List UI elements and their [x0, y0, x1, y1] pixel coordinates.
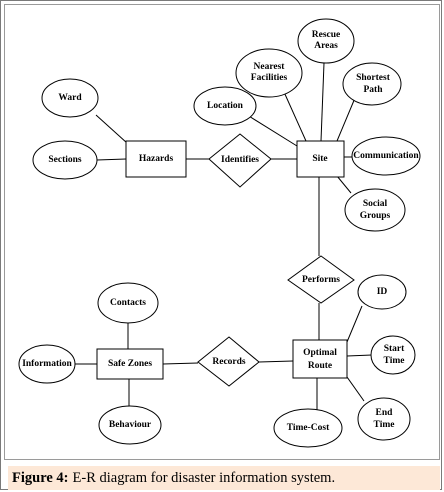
attr-start-time-label-1: Start [384, 344, 405, 354]
line-route-id [346, 305, 363, 343]
line-sections-hazards [96, 158, 127, 161]
attr-id-shape [357, 274, 407, 310]
attr-nearest-facilities-shape [235, 48, 303, 98]
entity-hazards-label: Hazards [139, 154, 174, 164]
entity-optimal-route-label-1: Optimal [303, 348, 337, 358]
entity-site-shape [296, 140, 345, 178]
line-social-site [336, 175, 352, 194]
attr-contacts-label: Contacts [110, 298, 146, 308]
figure-caption: Figure 4: E-R diagram for disaster infor… [8, 466, 440, 490]
connector-lines [75, 62, 373, 411]
rel-performs-shape [287, 255, 355, 304]
attr-sections-label: Sections [48, 155, 82, 165]
er-diagram: Ward Sections Location Nearest Facilitie… [18, 18, 421, 448]
attr-shortest-path-label-1: Shortest [356, 73, 391, 83]
attr-end-time-label-1: End [376, 408, 394, 418]
attr-location-shape [193, 86, 257, 126]
line-records-route [258, 360, 294, 363]
attr-communication-shape [351, 136, 421, 176]
rel-records-label: Records [212, 357, 246, 367]
caption-text: E-R diagram for disaster information sys… [72, 469, 336, 486]
attr-location-label: Location [207, 101, 244, 111]
attr-social-groups-shape [344, 188, 406, 232]
attr-social-groups-label-2: Groups [360, 211, 391, 221]
line-location-site [243, 112, 298, 147]
attr-shortest-path-shape [342, 62, 402, 106]
attr-contacts-shape [97, 282, 159, 324]
attr-information-label: Information [22, 359, 72, 369]
line-safezones-records [162, 362, 199, 365]
attr-social-groups-label-1: Social [363, 199, 388, 209]
line-route-end [346, 376, 365, 402]
attr-end-time-label-2: Time [374, 420, 395, 430]
rel-identifies-shape [208, 133, 272, 188]
line-route-start [346, 354, 373, 357]
entity-optimal-route-label-2: Route [308, 361, 332, 371]
attr-ward-label: Ward [58, 93, 82, 103]
attr-rescue-areas-label-2: Areas [314, 41, 338, 51]
attr-information-shape [18, 344, 76, 384]
attr-time-cost-label: Time-Cost [287, 423, 330, 433]
line-rescue-site [320, 62, 325, 142]
attr-nearest-facilities-label-2: Facilities [251, 73, 288, 83]
line-ward-hazards [95, 114, 128, 144]
entity-site-label: Site [312, 154, 327, 164]
attr-end-time-shape [357, 397, 411, 441]
attr-time-cost-shape [273, 408, 343, 448]
attr-behaviour-shape [98, 405, 162, 445]
attr-start-time-label-2: Time [384, 356, 405, 366]
rel-identifies-label: Identifies [221, 155, 259, 165]
rel-performs-label: Performs [302, 275, 340, 285]
attr-communication-label: Communication [353, 151, 419, 161]
rel-records-shape [197, 336, 260, 387]
attr-nearest-facilities-label-1: Nearest [254, 62, 286, 72]
attr-id-label: ID [377, 287, 388, 297]
diagram-panel [4, 4, 440, 460]
attr-ward-shape [41, 78, 99, 118]
attr-rescue-areas-label-1: Rescue [312, 30, 341, 40]
attr-behaviour-label: Behaviour [109, 420, 152, 430]
line-facilities-site [283, 91, 307, 142]
attr-rescue-areas-shape [297, 18, 355, 64]
entity-optimal-route-shape [292, 339, 348, 379]
attr-start-time-shape [370, 335, 416, 375]
entity-hazards-shape [125, 140, 187, 178]
attr-shortest-path-label-2: Path [364, 85, 384, 95]
entity-safe-zones-label: Safe Zones [108, 359, 152, 369]
attr-sections-shape [32, 140, 98, 180]
caption-label: Figure 4: [12, 469, 69, 486]
line-shortest-site [336, 97, 356, 142]
entity-safe-zones-shape [96, 348, 164, 380]
